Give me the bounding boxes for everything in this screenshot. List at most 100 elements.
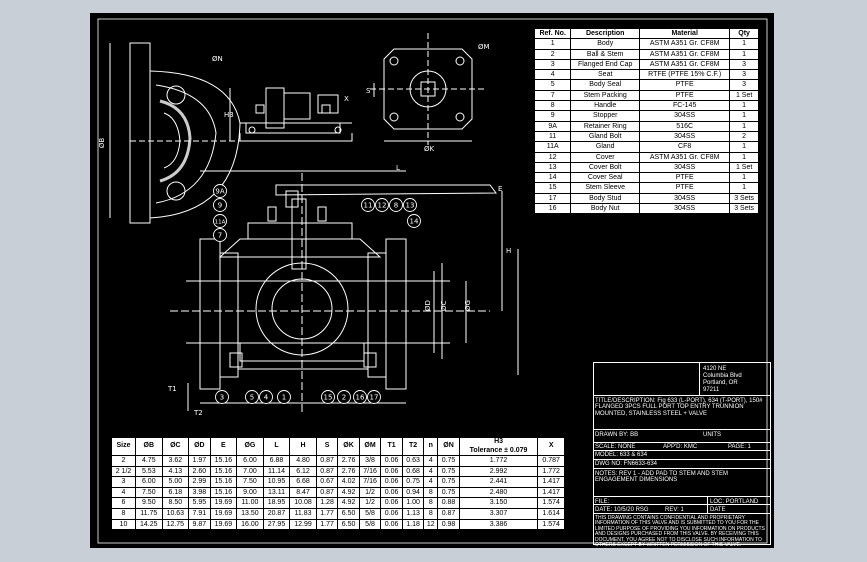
dims-cell: 2: [110, 455, 137, 467]
drawn-by: DRAWN BY: BB: [595, 432, 639, 438]
callout-bubble: 4: [259, 390, 273, 404]
dims-cell: 27.95: [262, 518, 291, 531]
callout-bubble: 5: [245, 390, 259, 404]
dwg-no: DWG NO: FN6633-634: [595, 461, 658, 467]
parts-cell: 304SS: [639, 161, 731, 174]
dims-cell: 3.150: [458, 497, 539, 509]
parts-cell: 1: [533, 38, 572, 50]
notes: NOTES: REV 1 - ADD PAD TO STEM AND STEM …: [595, 471, 729, 484]
parts-cell: ASTM A351 Gr. CF8M: [639, 38, 731, 50]
dims-cell: 1.18: [401, 518, 425, 531]
rev-date: DATE: 10/5/20 RSG: [595, 507, 649, 513]
dims-cell: 1.574: [537, 518, 565, 531]
dims-cell: 3: [110, 476, 137, 488]
dims-cell: 13.50: [236, 507, 264, 520]
dims-cell: 1.77: [315, 518, 339, 531]
parts-cell: PTFE: [639, 172, 731, 184]
scale: SCALE: NONE: [595, 444, 636, 450]
callout-label: 5: [250, 394, 254, 402]
callout-label: 17: [370, 394, 379, 402]
dims-cell: 1.772: [537, 465, 565, 478]
dims-cell: 5/8: [358, 518, 382, 531]
parts-cell: CF8: [639, 141, 731, 153]
dims-cell: 2.992: [458, 465, 539, 478]
parts-cell: 4: [533, 69, 572, 81]
dims-header-cell: E: [209, 437, 238, 456]
dims-cell: 0.75: [437, 455, 460, 467]
callout-label: 11A: [215, 220, 226, 226]
dims-cell: 12.75: [161, 518, 190, 531]
dim-n-top-label: ØN: [212, 55, 223, 63]
dim-x-label: X: [344, 95, 349, 103]
dims-header-cell: ØD: [188, 437, 211, 456]
dims-cell: 0.94: [401, 486, 425, 499]
dim-t1-label: T1: [167, 385, 177, 393]
parts-cell: Body Seal: [570, 79, 641, 91]
dims-cell: 1.614: [537, 507, 565, 520]
dims-cell: 2.76: [337, 465, 360, 478]
parts-cell: PTFE: [639, 89, 731, 102]
parts-header-cell: Qty: [729, 27, 759, 40]
callout-label: 14: [410, 218, 419, 226]
dims-cell: 0.787: [537, 455, 565, 467]
dims-cell: 5.95: [188, 497, 211, 509]
dim-m-label: ØM: [478, 43, 490, 51]
dims-cell: 0.06: [380, 518, 403, 531]
dims-cell: 2.99: [188, 476, 211, 488]
rev: REV: 1: [665, 507, 684, 513]
date-2: DATE: [710, 507, 726, 513]
dims-cell: 0.87: [315, 486, 339, 499]
valve-section-view: [170, 170, 519, 413]
dims-cell: 4.92: [337, 497, 360, 509]
dims-cell: 3.62: [161, 455, 190, 467]
dims-cell: 4.80: [289, 455, 317, 467]
dims-cell: 2 1/2: [110, 465, 137, 478]
dims-cell: 0.06: [380, 455, 403, 467]
callout-label: 1: [282, 394, 286, 402]
dims-cell: 0.98: [437, 518, 460, 531]
dims-cell: 2.441: [458, 476, 539, 488]
callout-label: 16: [356, 394, 365, 402]
dim-l-label: L: [396, 164, 400, 172]
dims-header-cell: Size: [110, 437, 137, 456]
callout-label: 4: [264, 394, 269, 402]
dims-cell: 0.06: [380, 476, 403, 488]
dims-cell: 7/16: [358, 476, 382, 488]
callout-bubble: 9: [213, 198, 227, 212]
dims-cell: 0.75: [401, 476, 425, 488]
parts-cell: Stem Sleeve: [570, 182, 641, 194]
parts-cell: Seat: [570, 69, 641, 81]
dims-cell: 0.75: [437, 486, 460, 499]
dims-cell: 0.88: [437, 497, 460, 509]
drawing-viewport[interactable]: ØB ØN H3 X ØK ØM S: [90, 13, 774, 548]
dims-cell: 4: [110, 486, 137, 499]
dims-header-cell: H: [289, 437, 317, 456]
dims-cell: 1.417: [537, 476, 565, 488]
dims-cell: 4: [423, 465, 439, 478]
parts-cell: 2: [533, 48, 572, 60]
dims-cell: 2.60: [188, 465, 211, 478]
h3-tolerance: Tolerance ± 0.079: [469, 446, 528, 454]
dims-cell: 5.00: [161, 476, 190, 488]
flange-side-view: [109, 42, 241, 224]
dims-cell: 15.16: [209, 486, 238, 499]
dims-cell: 16.00: [236, 518, 264, 531]
dims-cell: 15.16: [209, 455, 238, 467]
dims-cell: 6.00: [236, 455, 264, 467]
parts-cell: 2: [729, 130, 759, 143]
callout-bubble: 16: [353, 390, 367, 404]
dims-cell: 6.88: [262, 455, 291, 467]
dims-cell: 0.67: [315, 476, 339, 488]
callout-label: 15: [324, 394, 333, 402]
